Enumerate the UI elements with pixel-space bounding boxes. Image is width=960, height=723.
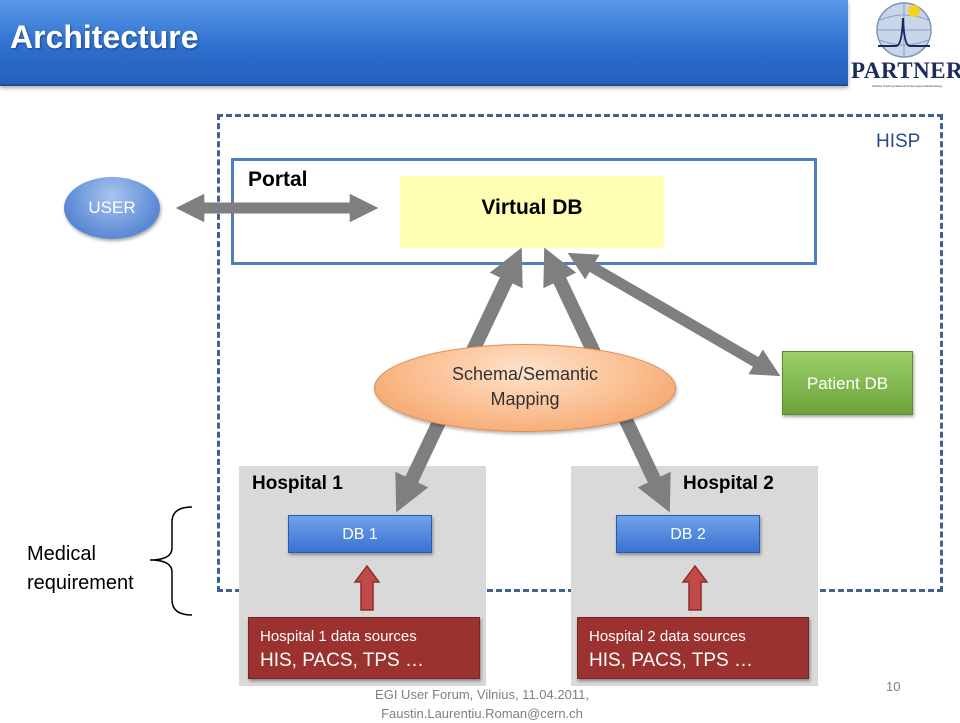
logo-name: PARTNER [851,58,960,83]
schema-mapping-node: Schema/Semantic Mapping [374,344,676,432]
hospital-1-sources-title: Hospital 1 data sources [260,628,417,645]
hospital-1-sources-list: HIS, PACS, TPS … [260,650,425,671]
hospital-1-label: Hospital 1 [252,473,343,494]
vdb-patientdb-arrow [567,252,781,377]
hospital-2-sources: Hospital 2 data sources HIS, PACS, TPS … [577,617,809,679]
medical-requirement-label: Medical requirement [27,540,134,598]
hospital-1-sources: Hospital 1 data sources HIS, PACS, TPS … [248,617,480,679]
hospital-2-source-arrow [681,564,709,611]
logo-subtitle: Particle Training Network for European R… [872,84,943,88]
medical-requirement-line1: Medical [27,543,96,565]
virtual-db-label: Virtual DB [481,196,583,219]
hospital-1-source-arrow [353,564,381,611]
db-1-node: DB 1 [288,515,432,553]
footer-line1: EGI User Forum, Vilnius, 11.04.2011, [375,687,589,702]
mapping-line2: Mapping [490,389,560,409]
hospital-2-sources-title: Hospital 2 data sources [589,628,746,645]
hisp-label: HISP [876,131,921,152]
patient-db-node: Patient DB [782,351,913,415]
slide-title: Architecture [10,19,199,55]
db-2-node: DB 2 [616,515,760,553]
virtual-db-box [400,176,664,248]
medical-requirement-brace [149,506,193,616]
hospital-2-label: Hospital 2 [683,473,774,494]
medical-requirement-line2: requirement [27,572,134,594]
mapping-line1: Schema/Semantic [451,364,599,384]
partner-logo [876,2,932,58]
title-bar [0,0,848,86]
hospital-2-sources-list: HIS, PACS, TPS … [589,650,754,671]
user-node: USER [64,177,160,239]
footer-text: EGI User Forum, Vilnius, 11.04.2011, Fau… [356,685,608,723]
page-number: 10 [886,679,901,694]
footer-line2: Faustin.Laurentiu.Roman@cern.ch [381,706,583,721]
portal-label: Portal [248,168,308,191]
